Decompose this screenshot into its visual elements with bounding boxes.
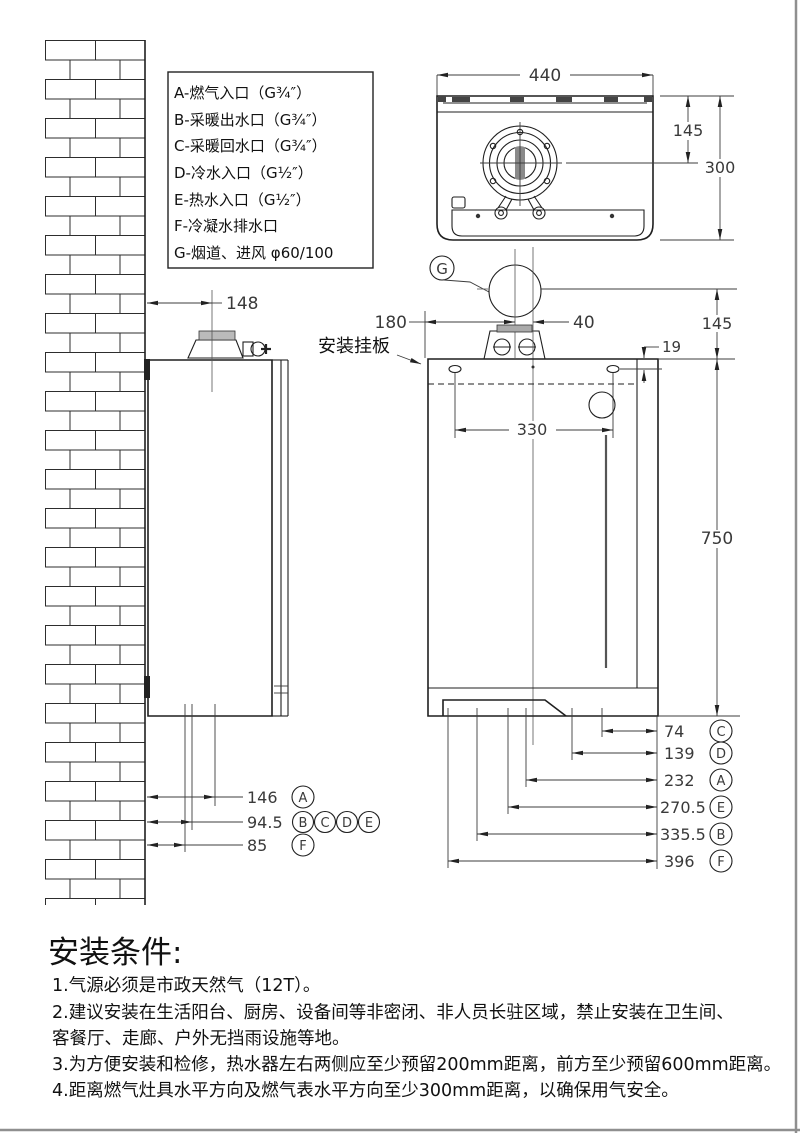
legend-box: A-燃气入口（G¾″） B-采暖出水口（G¾″） C-采暖回水口（G¾″） D-… xyxy=(167,71,374,269)
front-bottom-dims: 74 C 139 D 232 A 270.5 E 335.5 B 396 F xyxy=(447,708,733,873)
dim-flue-left: 180 xyxy=(375,313,407,333)
flue-callout: G 180 40 安装挂板 xyxy=(318,249,737,365)
svg-text:C: C xyxy=(716,725,725,740)
callout-g-label: G xyxy=(436,260,448,278)
side-port-badge-a xyxy=(291,785,315,809)
condition-note-2-cont: 客餐厅、走廊、户外无挡雨设施等地。 xyxy=(52,1029,350,1049)
svg-text:B: B xyxy=(717,828,726,843)
legend-item-c: C-采暖回水口（G¾″） xyxy=(174,137,327,155)
port-badge-d xyxy=(709,741,733,765)
side-port-badge-d xyxy=(335,810,359,834)
top-view: 440 145 xyxy=(436,65,742,241)
side-port-badge-e xyxy=(357,810,381,834)
wall-hook-bottom xyxy=(144,676,150,698)
side-port-badge-c xyxy=(313,810,337,834)
condition-note-3: 3.为方便安装和检修，热水器左右两侧应至少预留200mm距离，前方至少预留600… xyxy=(52,1055,781,1075)
svg-text:D: D xyxy=(342,816,352,831)
mounting-hole-left xyxy=(448,364,462,374)
dim-top-depth: 300 xyxy=(705,158,736,177)
bottom-bracket xyxy=(442,699,567,717)
callout-g-circle xyxy=(429,255,455,281)
port-badge-f xyxy=(709,849,733,873)
svg-text:B: B xyxy=(299,816,308,831)
condensate-stub xyxy=(242,341,254,357)
dim-port-f: 396 xyxy=(664,852,695,871)
front-view: 330 19 145 750 xyxy=(427,247,740,745)
dim-flue-height: 145 xyxy=(702,314,733,333)
side-view: 148 xyxy=(144,290,289,717)
svg-text:A: A xyxy=(717,774,726,789)
legend-item-a: A-燃气入口（G¾″） xyxy=(174,84,311,102)
svg-text:A: A xyxy=(299,791,308,806)
front-view-body xyxy=(427,358,659,717)
dim-flue-right: 40 xyxy=(573,313,595,333)
dim-top-width: 440 xyxy=(529,66,561,86)
legend-item-d: D-冷水入口（G½″） xyxy=(174,164,313,182)
dim-port-e: 270.5 xyxy=(660,798,706,817)
dim-side-85: 85 xyxy=(247,836,267,855)
flue-collar xyxy=(483,330,546,360)
condition-note-4: 4.距离燃气灶具水平方向及燃气表水平方向至少300mm距离，以确保用气安全。 xyxy=(52,1081,679,1101)
dim-top-flue-depth: 145 xyxy=(673,121,704,140)
mounting-plate-label: 安装挂板 xyxy=(318,336,390,357)
brick-wall-hatch xyxy=(45,40,145,905)
svg-text:C: C xyxy=(320,816,329,831)
port-badge-e xyxy=(709,795,733,819)
svg-text:F: F xyxy=(299,839,306,854)
svg-text:E: E xyxy=(365,816,373,831)
legend-item-f: F-冷凝水排水口 xyxy=(174,217,278,235)
top-view-body xyxy=(436,95,654,241)
legend-item-g: G-烟道、进风 φ60/100 xyxy=(174,244,333,262)
brick-wall xyxy=(45,40,146,905)
dim-port-c: 74 xyxy=(664,722,684,741)
port-badge-b xyxy=(709,822,733,846)
dim-port-d: 139 xyxy=(664,744,695,763)
condition-note-1: 1.气源必须是市政天然气（12T）。 xyxy=(52,976,320,996)
wall-hook-top xyxy=(144,359,150,380)
side-bottom-dims: 146 A 94.5 B C D E 85 F xyxy=(147,704,381,857)
side-flue-collar xyxy=(187,339,244,359)
junction-box xyxy=(451,196,466,209)
side-port-badge-f xyxy=(291,833,315,857)
condition-note-2: 2.建议安装在生活阳台、厨房、设备间等非密闭、非人员长驻区域，禁止安装在卫生间、 xyxy=(52,1003,734,1023)
mounting-hole-right xyxy=(606,364,620,374)
svg-text:F: F xyxy=(717,855,724,870)
top-view-front-panel xyxy=(451,209,645,237)
port-badge-a xyxy=(709,768,733,792)
gas-valve-hole xyxy=(588,391,616,419)
dim-hole-span: 330 xyxy=(517,420,548,439)
dim-side-146: 146 xyxy=(247,788,278,807)
side-view-body xyxy=(147,359,273,717)
dim-side-94-5: 94.5 xyxy=(247,813,283,832)
dim-port-a: 232 xyxy=(664,771,695,790)
dim-plate-hole: 19 xyxy=(662,338,681,356)
conditions-title: 安装条件: xyxy=(48,935,182,971)
svg-text:D: D xyxy=(716,747,726,762)
dim-wall-to-flue: 148 xyxy=(226,294,258,314)
legend-border xyxy=(167,71,374,269)
legend-item-b: B-采暖出水口（G¾″） xyxy=(174,111,326,129)
installation-conditions: 安装条件: 1.气源必须是市政天然气（12T）。 2.建议安装在生活阳台、厨房、… xyxy=(48,935,781,1101)
svg-text:E: E xyxy=(717,801,725,816)
flue-opening-top-view xyxy=(480,122,702,220)
side-port-badge-b xyxy=(291,810,315,834)
dim-body-height: 750 xyxy=(701,529,733,549)
legend-item-e: E-热水入口（G½″） xyxy=(174,191,311,209)
dim-port-b: 335.5 xyxy=(660,825,706,844)
